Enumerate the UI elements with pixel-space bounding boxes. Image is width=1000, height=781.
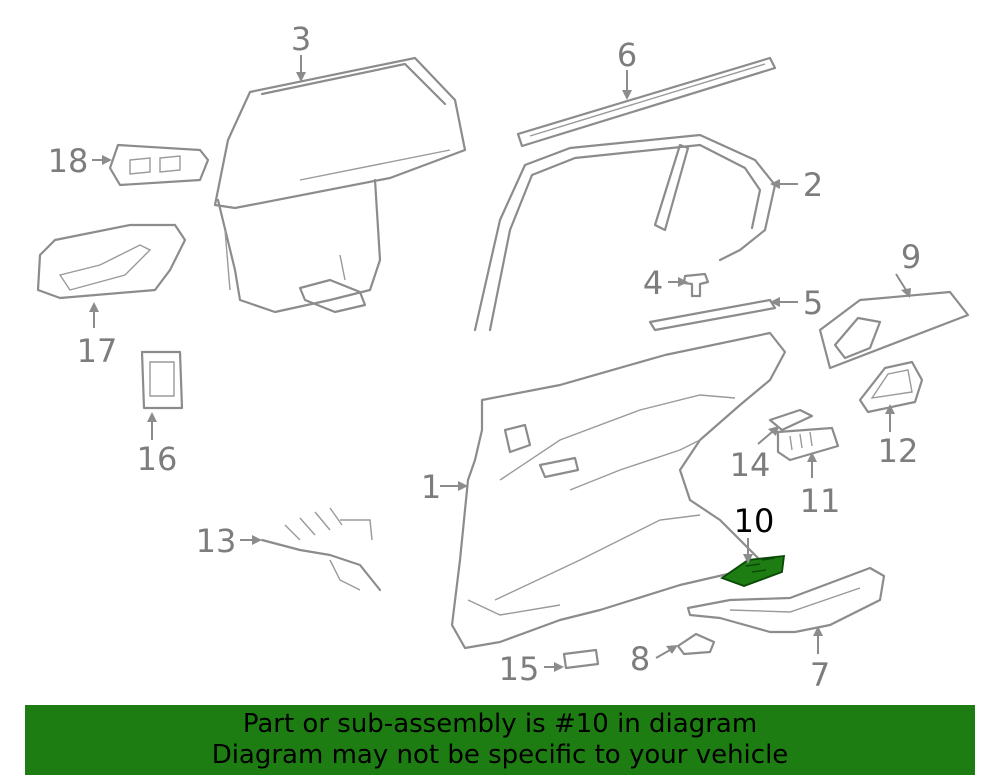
part-7-armrest — [686, 566, 886, 634]
callout-12: 12 — [878, 432, 919, 470]
banner-line-1: Part or sub-assembly is #10 in diagram — [242, 709, 758, 739]
leader-arrows — [89, 55, 911, 672]
callout-2: 2 — [803, 166, 823, 204]
part-18-switch-panel — [108, 143, 210, 187]
part-3-window-regulator — [213, 56, 467, 314]
part-13-wiring-harness — [260, 507, 382, 592]
callout-14: 14 — [730, 446, 771, 484]
part-9-trim-cover — [818, 290, 970, 370]
callout-18: 18 — [48, 142, 89, 180]
part-6-belt-molding — [516, 56, 777, 148]
part-16-switch — [140, 350, 184, 410]
callout-11: 11 — [800, 482, 841, 520]
callout-7: 7 — [810, 656, 830, 694]
callout-16: 16 — [137, 440, 178, 478]
callout-3: 3 — [291, 20, 311, 58]
part-11-inner-handle — [776, 426, 840, 462]
callout-5: 5 — [803, 284, 823, 322]
part-15-block — [562, 648, 600, 670]
callout-4: 4 — [643, 264, 663, 302]
callout-8: 8 — [630, 640, 650, 678]
part-2-frame-seal — [473, 133, 777, 332]
part-8-bracket — [676, 632, 716, 656]
callout-1: 1 — [421, 468, 441, 506]
callout-9: 9 — [901, 238, 921, 276]
callout-13: 13 — [196, 522, 237, 560]
callout-6: 6 — [617, 36, 637, 74]
info-banner: Part or sub-assembly is #10 in diagram D… — [25, 705, 975, 775]
callout-10-highlighted: 10 — [734, 502, 775, 540]
callout-15: 15 — [499, 650, 540, 688]
callout-17: 17 — [77, 332, 118, 370]
part-4-clip — [682, 272, 710, 298]
part-12-handle-bezel — [858, 360, 924, 414]
banner-line-2: Diagram may not be specific to your vehi… — [211, 740, 789, 770]
part-17-seat-switch — [36, 223, 187, 300]
part-5-trim-strip — [648, 298, 777, 332]
part-10-switch-highlighted — [720, 554, 786, 587]
